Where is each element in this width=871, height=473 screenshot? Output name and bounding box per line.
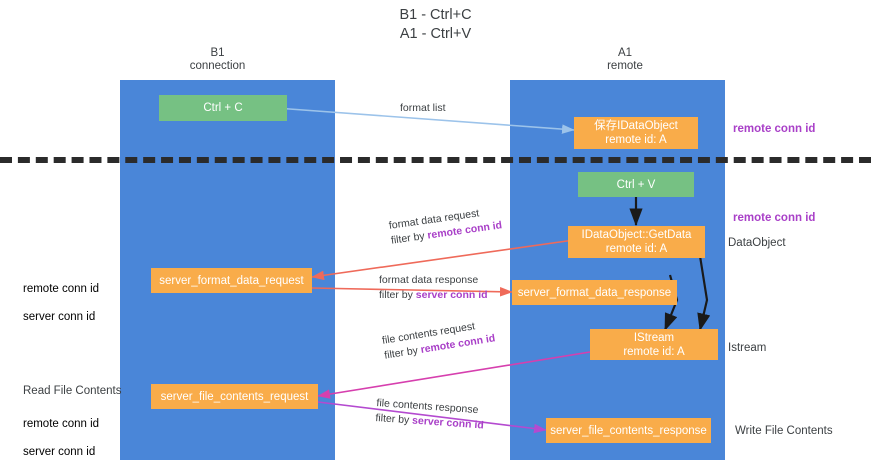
edge-label-format-data-response: format data response filter by server co… [379, 273, 488, 303]
edge-file-contents-response [317, 401, 547, 434]
annotation-dataobject: DataObject [728, 237, 786, 249]
edge-format-list [275, 107, 575, 134]
node-ctrl-v[interactable]: Ctrl + V [578, 172, 694, 197]
edge-label-format-list: format list [400, 102, 446, 114]
annotation-write-file-contents: Write File Contents [735, 425, 833, 437]
annotation-conn-ids-mid-server: server conn id [23, 311, 96, 323]
node-server-format-data-response[interactable]: server_format_data_response [512, 280, 677, 305]
section-divider [0, 157, 871, 163]
column-header-b1: B1 connection [189, 47, 246, 72]
edge-file-contents-request [317, 351, 591, 399]
annotation-conn-ids-bottom-remote: remote conn id [23, 418, 100, 430]
annotation-remote-conn-id-mid: remote conn id [733, 212, 816, 224]
column-header-a1: A1 remote [607, 47, 643, 72]
annotation-remote-conn-id-top: remote conn id [733, 123, 816, 135]
edge-format-data-request [311, 239, 575, 281]
node-server-file-contents-response[interactable]: server_file_contents_response [546, 418, 711, 443]
annotation-conn-ids-mid: remote conn id server conn id [23, 268, 99, 338]
edge-label-format-data-response-line2: filter by server conn id [379, 289, 488, 301]
node-server-file-contents-request[interactable]: server_file_contents_request [151, 384, 318, 409]
annotation-istream: Istream [728, 342, 767, 354]
annotation-conn-ids-bottom-server: server conn id [23, 446, 96, 458]
node-istream[interactable]: IStream remote id: A [590, 329, 718, 360]
edge-getdata-to-istream [697, 255, 711, 332]
page-title: B1 - Ctrl+C A1 - Ctrl+V [399, 7, 472, 42]
node-save-idataobject[interactable]: 保存IDataObject remote id: A [574, 117, 698, 149]
node-idataobject-getdata[interactable]: IDataObject::GetData remote id: A [568, 226, 705, 258]
annotation-read-file-contents: Read File Contents [23, 385, 122, 397]
edge-label-format-data-response-line1: format data response [379, 274, 479, 286]
annotation-conn-ids-bottom: remote conn id server conn id [23, 403, 99, 473]
edge-format-data-response [311, 286, 513, 297]
annotation-conn-ids-mid-remote: remote conn id [23, 283, 100, 295]
node-server-format-data-request[interactable]: server_format_data_request [151, 268, 312, 293]
node-ctrl-c[interactable]: Ctrl + C [159, 95, 287, 121]
